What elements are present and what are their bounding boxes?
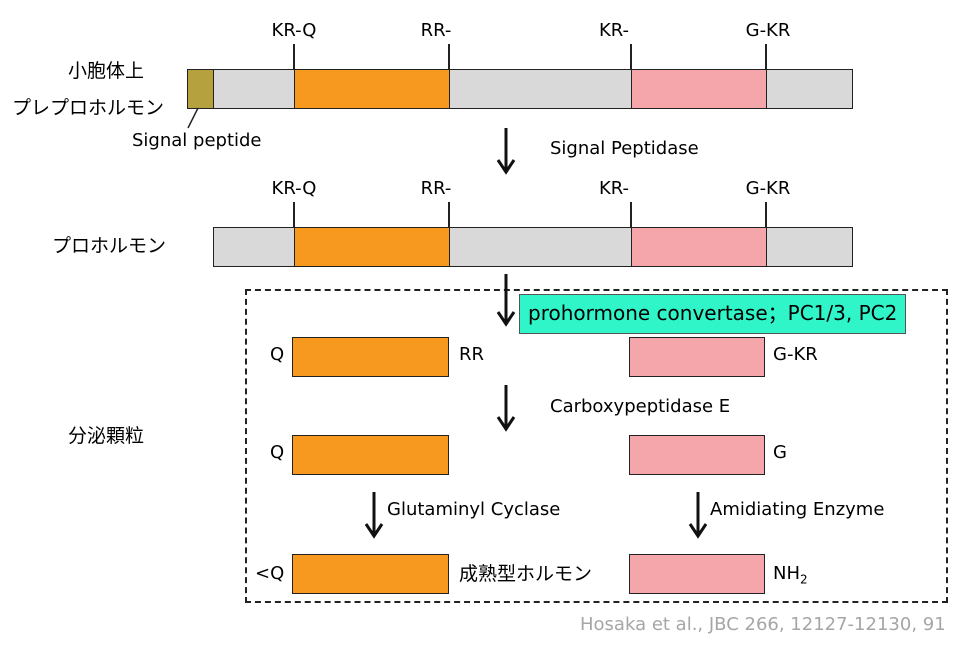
site-tick: [293, 44, 295, 70]
site-tick: [765, 202, 767, 228]
down-arrow-icon: [364, 492, 384, 539]
mature-hormone-label: 成熟型ホルモン: [459, 563, 593, 585]
site-label-kr-1: KR-: [598, 20, 630, 41]
prohormone-convertase-label: prohormone convertase；PC1/3, PC2: [519, 294, 907, 334]
site-tick: [630, 202, 632, 228]
fragment-pink: [629, 337, 765, 377]
down-arrow-icon: [496, 385, 516, 432]
site-label-rr-2: RR-: [420, 178, 452, 199]
stage-label-er: 小胞体上: [68, 60, 145, 82]
site-label-rr-1: RR-: [420, 20, 452, 41]
site-label-kr-q-2: KR-Q: [271, 178, 317, 199]
enzyme-signal-peptidase: Signal Peptidase: [550, 138, 699, 159]
fragment-label-pyro-q: <Q: [255, 563, 285, 584]
stage-label-secretory-granule: 分泌顆粒: [68, 425, 145, 447]
fragment-label-q: Q: [270, 344, 285, 365]
site-tick: [448, 44, 450, 70]
fragment-label-rr: RR: [459, 344, 485, 365]
site-tick: [448, 202, 450, 228]
signal-peptide-pointer: [187, 107, 199, 129]
fragment-orange: [292, 435, 449, 475]
fragment-orange: [292, 337, 449, 377]
secretory-granule-region: [245, 289, 948, 603]
signal-peptide-segment: [188, 70, 214, 108]
stage-label-prohormone: プロホルモン: [52, 235, 167, 257]
citation: Hosaka et al., JBC 266, 12127-12130, 91: [580, 614, 946, 635]
fragment-label-q: Q: [270, 442, 285, 463]
nh-subscript: 2: [800, 572, 808, 587]
hormone-segment-orange: [294, 70, 450, 108]
site-label-kr-q-1: KR-Q: [271, 20, 317, 41]
down-arrow-icon: [496, 274, 516, 327]
fragment-label-nh2: NH2: [773, 565, 808, 586]
prohormone-bar: [213, 227, 853, 267]
down-arrow-icon: [496, 128, 516, 175]
fragment-label-g: G: [773, 442, 787, 463]
hormone-segment-pink: [631, 228, 767, 266]
site-label-g-kr-1: G-KR: [745, 20, 791, 41]
stage-label-preprohormone: プレプロホルモン: [12, 97, 165, 119]
nh-text: NH: [773, 563, 800, 584]
site-tick: [293, 202, 295, 228]
hormone-segment-pink: [631, 70, 767, 108]
enzyme-glutaminyl-cyclase: Glutaminyl Cyclase: [387, 499, 561, 520]
signal-peptide-label: Signal peptide: [132, 130, 262, 151]
down-arrow-icon: [688, 492, 708, 539]
site-label-kr-2: KR-: [598, 178, 630, 199]
site-label-g-kr-2: G-KR: [745, 178, 791, 199]
site-tick: [630, 44, 632, 70]
fragment-pink: [629, 435, 765, 475]
fragment-pink: [629, 554, 765, 594]
enzyme-amidiating: Amidiating Enzyme: [710, 499, 885, 520]
preprohormone-bar: [187, 69, 853, 109]
fragment-label-g-kr: G-KR: [773, 344, 818, 365]
enzyme-carboxypeptidase: Carboxypeptidase E: [550, 396, 731, 417]
fragment-orange: [292, 554, 449, 594]
site-tick: [765, 44, 767, 70]
hormone-segment-orange: [294, 228, 450, 266]
